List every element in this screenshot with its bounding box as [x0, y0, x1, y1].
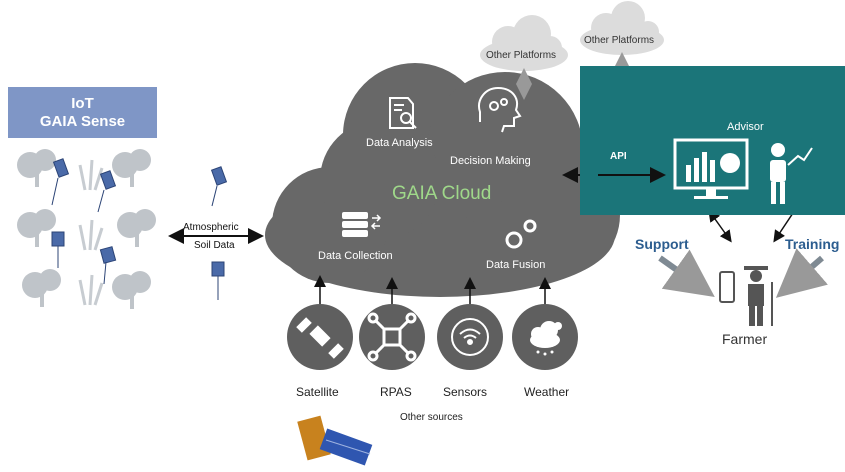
rpas-source-circle: [359, 304, 425, 370]
satellite-illustration: [297, 415, 373, 466]
decision-making-label: Decision Making: [450, 155, 531, 167]
other-platforms-label-2: Other Platforms: [584, 35, 655, 46]
source-label-satellite: Satellite: [296, 385, 339, 399]
satellite-icon: [296, 317, 344, 359]
support-label: Support: [635, 236, 689, 252]
soil-data-label: Soil Data: [194, 240, 235, 251]
weather-cloud-icon: [530, 321, 562, 356]
drone-icon: [367, 312, 417, 362]
farmer-person-icon: [744, 266, 773, 326]
other-sources-caption: Other sources: [400, 412, 463, 423]
iot-sensor-devices: [51, 158, 228, 300]
data-collection-label: Data Collection: [318, 250, 393, 262]
tree-icon: [112, 149, 151, 187]
data-collection-icon: [342, 212, 382, 237]
sensors-source-circle: [437, 304, 503, 370]
data-fusion-label: Data Fusion: [486, 259, 546, 271]
iot-title-line1: IoT: [71, 94, 94, 112]
tree-icon: [117, 209, 156, 247]
source-label-sensors: Sensors: [443, 385, 488, 399]
support-arrow: [658, 249, 715, 297]
decision-making-icon: [478, 86, 522, 133]
phone-icon: [719, 271, 735, 303]
tree-icon: [17, 149, 56, 187]
sensor-field-illustration: [17, 149, 156, 309]
training-arrow: [775, 248, 828, 298]
grass-icon: [78, 159, 104, 306]
gaia-cloud-title: GAIA Cloud: [392, 183, 492, 204]
other-platforms-label-1: Other Platforms: [486, 50, 557, 61]
data-fusion-icon: [505, 219, 537, 249]
tree-icon: [17, 209, 56, 247]
advisor-panel: [580, 66, 845, 215]
gaia-cloud-shape: [265, 63, 620, 297]
advisor-label: Advisor: [727, 121, 764, 133]
training-label: Training: [785, 236, 840, 252]
atmospheric-label: Atmospheric: [183, 222, 239, 233]
api-label: API: [610, 151, 627, 162]
wifi-sensor-icon: [451, 318, 489, 356]
data-analysis-icon: [389, 97, 417, 129]
other-platforms-cloud-2: [580, 1, 664, 55]
source-label-rpas: RPAS: [380, 385, 412, 399]
other-platforms-cloud-1: [480, 15, 568, 71]
data-analysis-label: Data Analysis: [366, 137, 433, 149]
tree-icon: [112, 271, 151, 309]
tree-icon: [22, 269, 61, 307]
source-label-weather: Weather: [524, 385, 570, 399]
farmer-label: Farmer: [722, 331, 768, 347]
iot-gaia-sense-title: IoT GAIA Sense: [8, 87, 157, 138]
iot-title-line2: GAIA Sense: [39, 112, 126, 130]
